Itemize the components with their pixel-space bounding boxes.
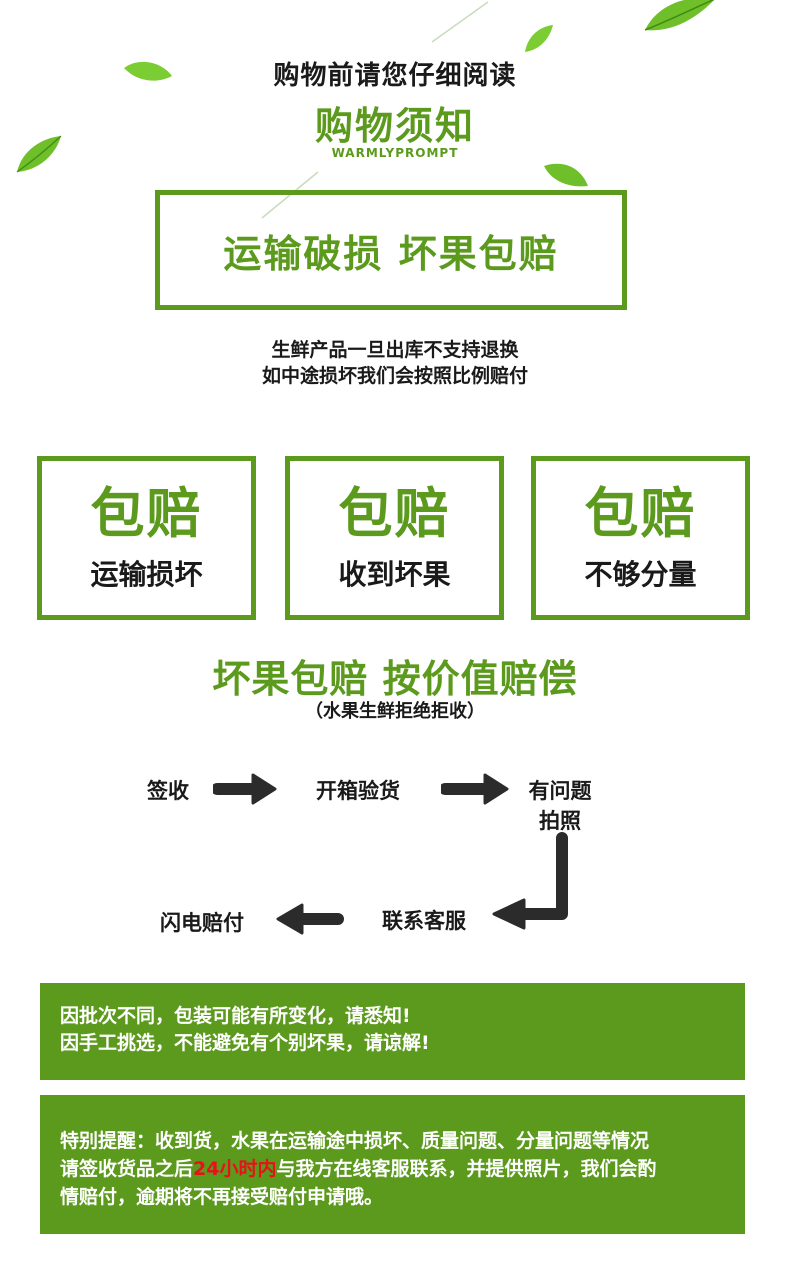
slogan: 坏果包赔 按价值赔偿 [212, 657, 578, 701]
flow-step-photo-line1: 有问题 [528, 779, 592, 803]
flow-step-contact: 联系客服 [382, 909, 466, 933]
card-big-text: 包赔 [584, 482, 697, 545]
arrow-down-left-icon [492, 832, 568, 930]
arrow-right-icon [441, 773, 509, 805]
card-bad-fruit: 包赔 收到坏果 [285, 456, 504, 620]
info-box-batch: 因批次不同，包装可能有所变化，请悉知! 因手工挑选，不能避免有个别坏果，请谅解! [40, 983, 745, 1080]
info-box-reminder: 特别提醒：收到货，水果在运输途中损坏、质量问题、分量问题等情况 请签收货品之后2… [40, 1095, 745, 1234]
leaf-stem-line [261, 171, 319, 219]
card-small-text: 运输损坏 [90, 558, 203, 591]
page-title: 购物须知 [314, 104, 475, 148]
leaf-icon [544, 163, 588, 187]
info-line: 因手工挑选，不能避免有个别坏果，请谅解! [60, 1032, 430, 1054]
flow-step-photo: 有问题 拍照 [510, 775, 610, 835]
info-line: 因批次不同，包装可能有所变化，请悉知! [60, 1005, 411, 1027]
leaf-icon [124, 61, 172, 81]
card-small-text: 不够分量 [584, 558, 697, 591]
leaf-icon [644, 0, 715, 31]
leaf-stem-line [431, 1, 489, 43]
slogan-sub: （水果生鲜拒绝拒收） [305, 701, 485, 722]
card-transport-damage: 包赔 运输损坏 [37, 456, 256, 620]
subtitle: 购物前请您仔细阅读 [273, 61, 517, 91]
leaf-icon [16, 135, 62, 173]
reminder-text: 与我方在线客服联系，并提供照片，我们会酌 [276, 1158, 657, 1180]
reminder-line-2: 请签收货品之后24小时内与我方在线客服联系，并提供照片，我们会酌 [60, 1155, 725, 1183]
card-small-text: 收到坏果 [338, 558, 451, 591]
reminder-line-3: 情赔付，逾期将不再接受赔付申请哦。 [60, 1186, 384, 1208]
card-big-text: 包赔 [338, 482, 451, 545]
notice-line-1: 生鲜产品一旦出库不支持退换 [271, 339, 519, 361]
flow-step-sign: 签收 [147, 779, 189, 803]
flow-step-inspect: 开箱验货 [316, 779, 400, 803]
english-title: WARMLYPROMPT [331, 146, 459, 160]
reminder-text: 请签收货品之后 [60, 1158, 194, 1180]
reminder-line-1: 特别提醒：收到货，水果在运输途中损坏、质量问题、分量问题等情况 [60, 1130, 650, 1152]
hero-text: 运输破损 坏果包赔 [223, 231, 559, 276]
arrow-right-icon [213, 773, 277, 805]
leaf-icon [525, 25, 553, 52]
deadline-highlight: 24小时内 [193, 1158, 277, 1180]
arrow-left-icon [276, 903, 344, 935]
flow-step-payout: 闪电赔付 [160, 911, 244, 935]
card-short-weight: 包赔 不够分量 [531, 456, 750, 620]
hero-box: 运输破损 坏果包赔 [155, 190, 627, 310]
notice-line-2: 如中途损坏我们会按照比例赔付 [261, 365, 528, 387]
flow-step-photo-line2: 拍照 [539, 809, 581, 833]
card-big-text: 包赔 [90, 482, 203, 545]
